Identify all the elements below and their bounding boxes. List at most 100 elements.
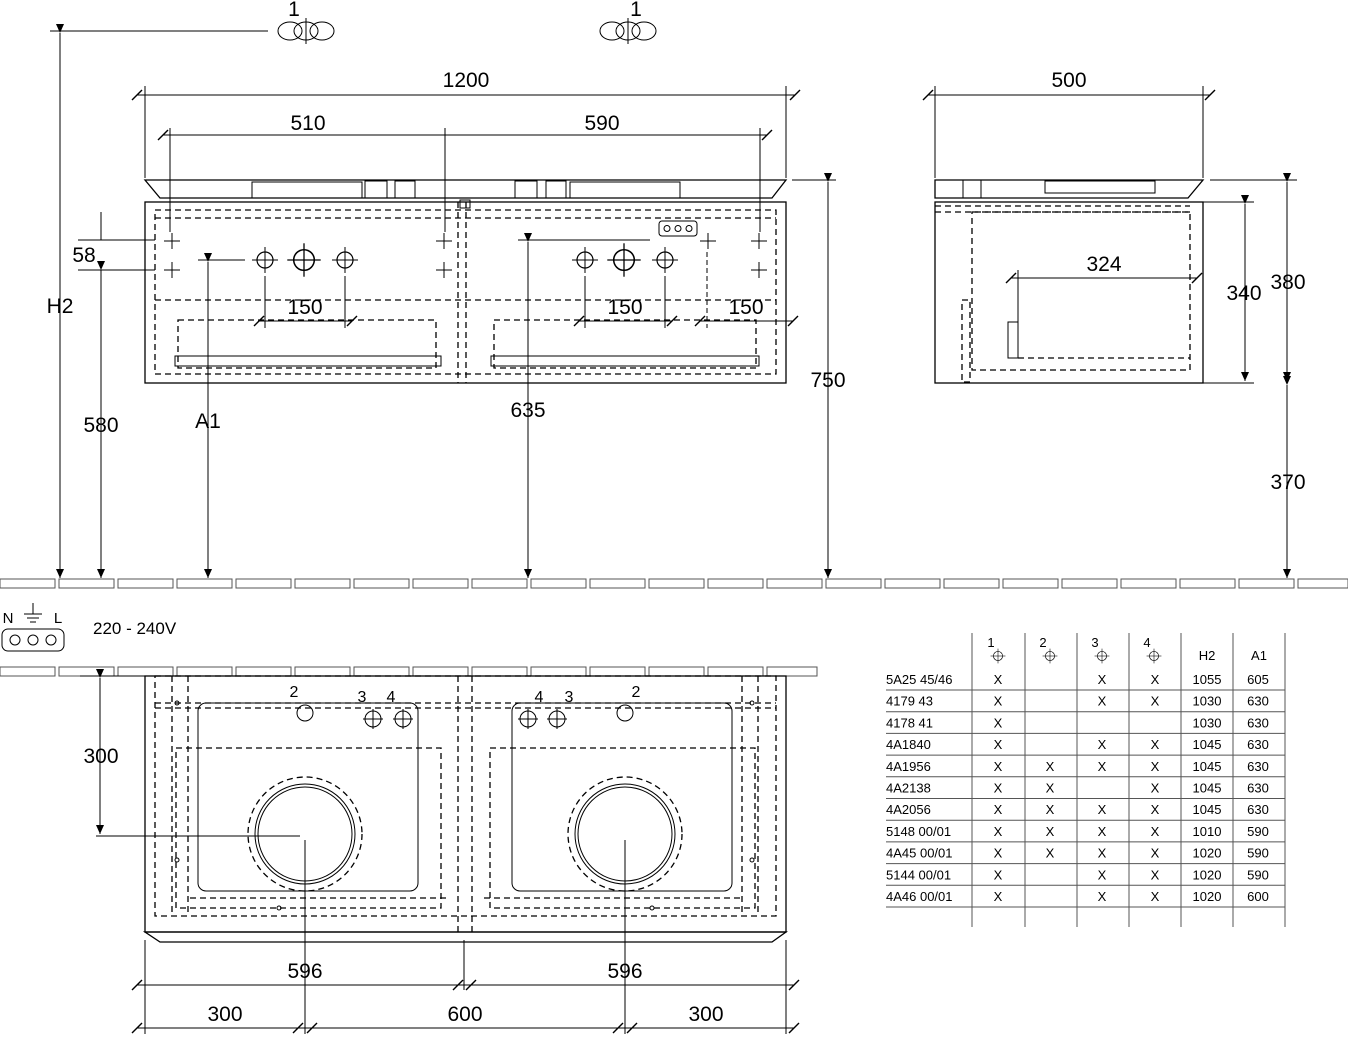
table-cell: X bbox=[1098, 672, 1107, 687]
table-cell: X bbox=[994, 824, 1003, 839]
plan-view: 2 3 4 4 3 2 300 596 596 300 600 300 bbox=[80, 669, 800, 1034]
table-cell: X bbox=[1098, 824, 1107, 839]
spacing-150-mid: 150 bbox=[607, 296, 642, 319]
table-cell-model: 4178 41 bbox=[886, 715, 933, 730]
live-label: L bbox=[54, 610, 62, 627]
table-cell: X bbox=[1151, 867, 1160, 882]
table-cell: 605 bbox=[1247, 672, 1269, 687]
table-cell-model: 4A46 00/01 bbox=[886, 889, 953, 904]
electrical-symbol: N L 220 - 240V bbox=[1, 603, 177, 652]
table-cell: 1055 bbox=[1193, 672, 1222, 687]
basin-right bbox=[511, 702, 733, 892]
socket-symbol-right bbox=[599, 18, 657, 44]
table-cell-model: 4A2138 bbox=[886, 781, 931, 796]
table-cell-model: 4A1956 bbox=[886, 759, 931, 774]
table-cell-model: 4A45 00/01 bbox=[886, 846, 953, 861]
table-cell: X bbox=[994, 694, 1003, 709]
table-cell: X bbox=[1151, 694, 1160, 709]
table-cell: 590 bbox=[1247, 867, 1269, 882]
table-cell: X bbox=[1151, 846, 1160, 861]
table-cell-model: 5A25 45/46 bbox=[886, 672, 953, 687]
header-a1: A1 bbox=[1251, 648, 1267, 663]
dim-58-label: 58 bbox=[72, 244, 95, 267]
table-cell: 1020 bbox=[1193, 889, 1222, 904]
table-cell-model: 4A2056 bbox=[886, 802, 931, 817]
header-h2: H2 bbox=[1199, 648, 1216, 663]
dim-635-label: 635 bbox=[510, 399, 545, 422]
width-left-label: 510 bbox=[290, 112, 325, 135]
table-cell: 1030 bbox=[1193, 715, 1222, 730]
header-4: 4 bbox=[1143, 635, 1150, 650]
table-cell: X bbox=[1151, 737, 1160, 752]
table-cell: 630 bbox=[1247, 781, 1269, 796]
socket-box bbox=[658, 220, 698, 237]
table-cell: X bbox=[994, 781, 1003, 796]
offset-left-300: 300 bbox=[207, 1003, 242, 1026]
table-cell: X bbox=[994, 846, 1003, 861]
table-cell: X bbox=[1098, 759, 1107, 774]
spacing-150-right: 150 bbox=[728, 296, 763, 319]
table-cell: X bbox=[1151, 824, 1160, 839]
socket-symbol-left bbox=[277, 18, 335, 44]
side-view: 500 324 340 380 370 bbox=[922, 69, 1306, 578]
table-cell: 630 bbox=[1247, 802, 1269, 817]
table-cell-model: 4179 43 bbox=[886, 694, 933, 709]
offset-right-300: 300 bbox=[688, 1003, 723, 1026]
front-view: 1 1 1200 510 590 bbox=[47, 0, 846, 578]
header-3: 3 bbox=[1091, 635, 1098, 650]
hole-label-left-4: 4 bbox=[387, 689, 396, 706]
voltage-label: 220 - 240V bbox=[93, 619, 177, 638]
table-cell: X bbox=[1151, 889, 1160, 904]
header-2: 2 bbox=[1039, 635, 1046, 650]
table-cell: 630 bbox=[1247, 737, 1269, 752]
table-cell: 590 bbox=[1247, 824, 1269, 839]
basin-width-left: 596 bbox=[287, 960, 322, 983]
table-cell: 1045 bbox=[1193, 781, 1222, 796]
inner-depth-label: 324 bbox=[1086, 253, 1121, 276]
table-cell: 1045 bbox=[1193, 802, 1222, 817]
table-cell: X bbox=[994, 867, 1003, 882]
plan-depth-300: 300 bbox=[83, 745, 118, 768]
table-cell: X bbox=[1098, 694, 1107, 709]
hole-label-right-2: 2 bbox=[632, 684, 641, 701]
table-cell: 1045 bbox=[1193, 737, 1222, 752]
table-cell: X bbox=[994, 737, 1003, 752]
table-cell: X bbox=[994, 759, 1003, 774]
table-cell: X bbox=[1046, 824, 1055, 839]
floor-clearance-label: 370 bbox=[1270, 471, 1305, 494]
table-grid bbox=[971, 633, 1286, 927]
table-cell: 1030 bbox=[1193, 694, 1222, 709]
table-cell-model: 4A1840 bbox=[886, 737, 931, 752]
table-cell: 1010 bbox=[1193, 824, 1222, 839]
table-cell: X bbox=[1151, 802, 1160, 817]
table-cell: 630 bbox=[1247, 759, 1269, 774]
table-cell: X bbox=[1046, 846, 1055, 861]
dim-750-label: 750 bbox=[810, 369, 845, 392]
width-total-label: 1200 bbox=[443, 69, 490, 92]
table-cell: 600 bbox=[1247, 889, 1269, 904]
table-cell: X bbox=[1098, 802, 1107, 817]
body-height-label: 380 bbox=[1270, 271, 1305, 294]
dim-a1-label: A1 bbox=[195, 410, 221, 433]
table-cell: X bbox=[994, 672, 1003, 687]
table-cell: X bbox=[1098, 846, 1107, 861]
fixture-callout-1a: 1 bbox=[288, 0, 300, 21]
ground-icon bbox=[24, 603, 42, 623]
table-cell: X bbox=[1098, 889, 1107, 904]
header-1: 1 bbox=[987, 635, 994, 650]
fixture-callout-1b: 1 bbox=[630, 0, 642, 21]
table-cell: 630 bbox=[1247, 715, 1269, 730]
table-cell: 1045 bbox=[1193, 759, 1222, 774]
table-header: 1 2 3 4 H2 A1 bbox=[987, 635, 1267, 664]
spacing-150-left: 150 bbox=[287, 296, 322, 319]
table-cell: X bbox=[1098, 737, 1107, 752]
hole-label-right-3: 3 bbox=[565, 689, 574, 706]
drawer-height-label: 340 bbox=[1226, 282, 1261, 305]
table-cell: 590 bbox=[1247, 846, 1269, 861]
offset-center-600: 600 bbox=[447, 1003, 482, 1026]
basin-width-right: 596 bbox=[607, 960, 642, 983]
bowl-left bbox=[247, 776, 363, 892]
